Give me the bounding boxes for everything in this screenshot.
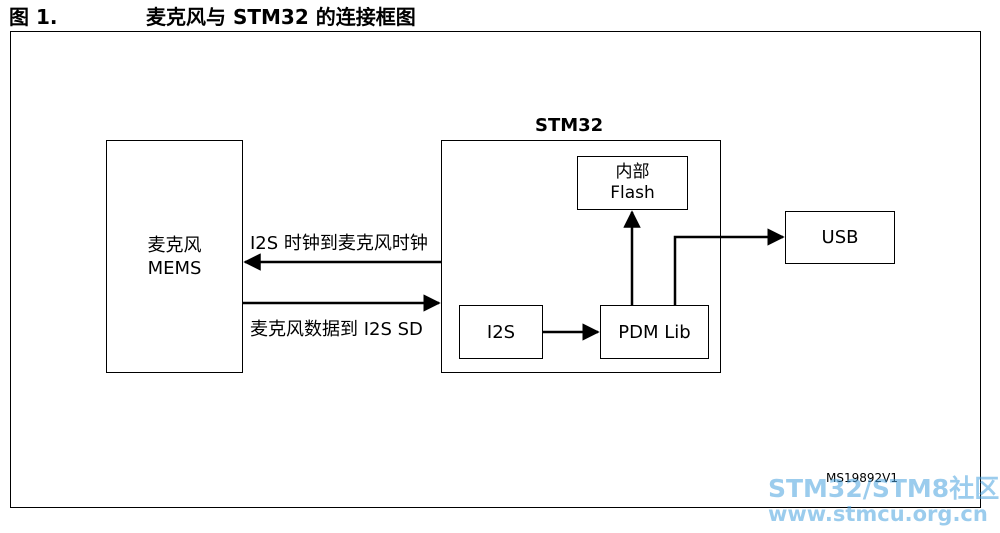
microphone-label: 麦克风 <box>147 234 202 256</box>
reference-code: MS19892V1 <box>826 471 898 485</box>
stm32-label: STM32 <box>535 115 604 136</box>
usb-block: USB <box>785 211 895 264</box>
watermark-line-1: STM32/STM8社区 <box>768 474 1000 503</box>
clock-arrow-label: I2S 时钟到麦克风时钟 <box>250 233 428 254</box>
figure-number: 图 1. <box>9 5 58 29</box>
flash-block: 内部 Flash <box>577 156 688 210</box>
microphone-block: 麦克风 MEMS <box>106 140 243 373</box>
usb-label: USB <box>821 227 859 248</box>
microphone-type-label: MEMS <box>147 257 202 279</box>
figure-title: 麦克风与 STM32 的连接框图 <box>146 5 416 29</box>
data-arrow-label: 麦克风数据到 I2S SD <box>250 319 423 340</box>
flash-label: Flash <box>610 183 655 203</box>
pdm-lib-block: PDM Lib <box>600 305 709 359</box>
i2s-label: I2S <box>486 321 516 343</box>
watermark-line-2: www.stmcu.org.cn <box>768 502 988 526</box>
flash-label-internal: 内部 <box>615 162 650 182</box>
pdm-lib-label: PDM Lib <box>618 321 691 343</box>
i2s-block: I2S <box>459 305 543 359</box>
diagram-frame <box>10 31 981 508</box>
